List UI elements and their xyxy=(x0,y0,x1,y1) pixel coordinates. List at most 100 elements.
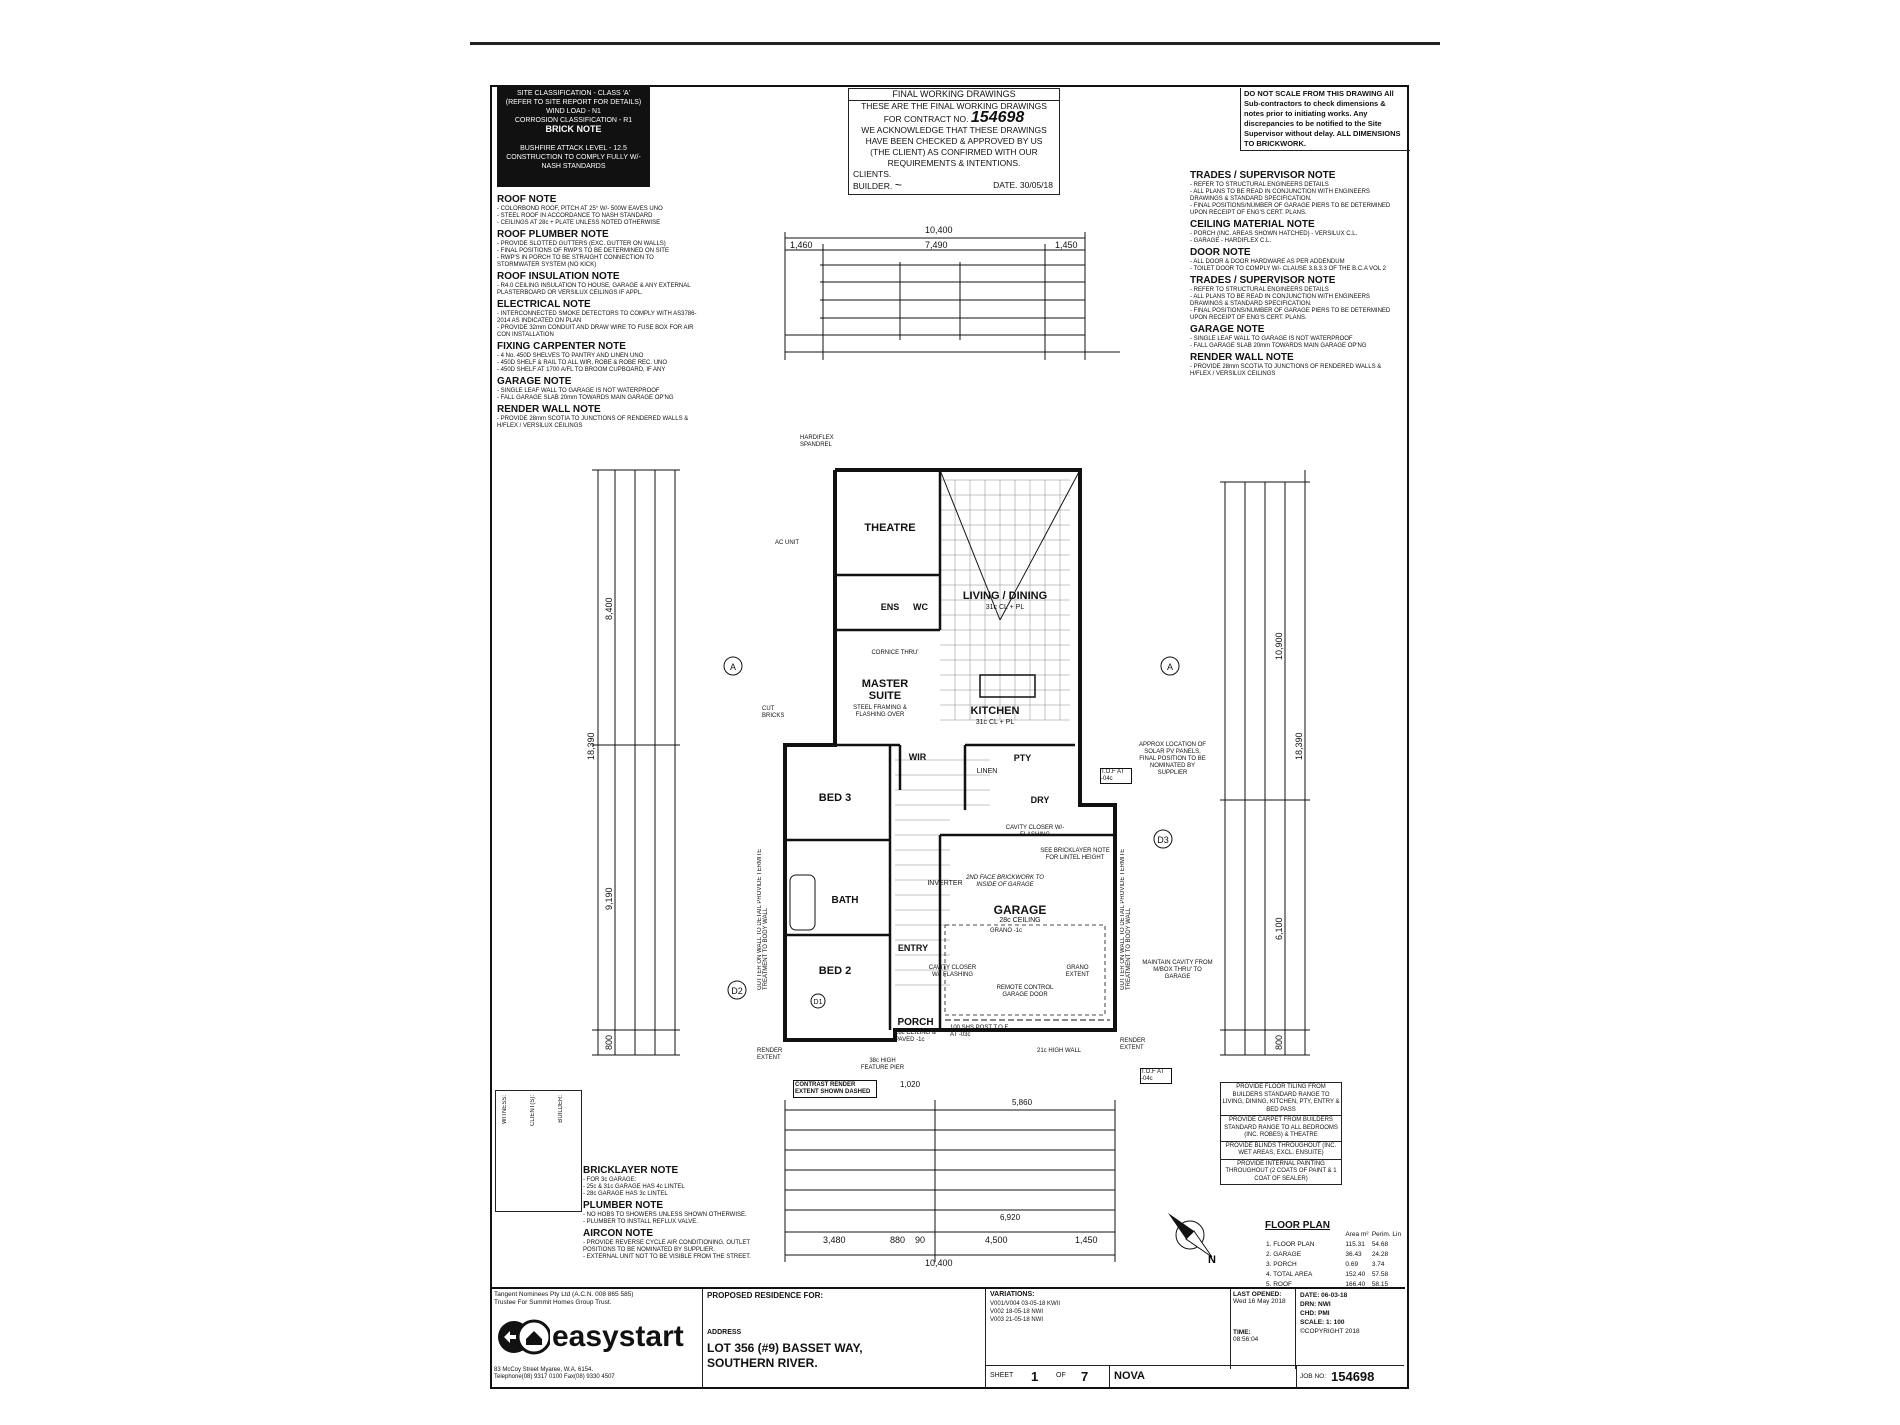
variations-panel: VARIATIONS: V001/V004 03-05-18 KWII V002… xyxy=(985,1289,1231,1365)
note-line: - PROVIDE 32mm CONDUIT AND DRAW WIRE TO … xyxy=(497,325,694,338)
address-line-1: LOT 356 (#9) BASSET WAY, xyxy=(707,1341,863,1355)
builder-signature: ~ xyxy=(894,178,902,192)
room-living-dining: LIVING / DINING xyxy=(962,590,1048,602)
job-label: JOB NO: xyxy=(1300,1373,1327,1380)
room-garage: GARAGE xyxy=(993,903,1047,917)
note-line: - REFER TO STRUCTURAL ENGINEERS DETAILS xyxy=(1190,182,1329,188)
company-phone: Telephone(08) 9317 0100 Fax(08) 9330 450… xyxy=(494,1374,615,1380)
cavity-closer-1: CAVITY CLOSER W/- FLASHING xyxy=(1005,825,1065,838)
final-working-drawings-stamp: FINAL WORKING DRAWINGS THESE ARE THE FIN… xyxy=(848,88,1060,195)
proposed-label: PROPOSED RESIDENCE FOR: xyxy=(707,1291,824,1300)
time-value: 08:56:04 xyxy=(1233,1336,1259,1343)
cut-bricks-label: CUT BRICKS xyxy=(762,706,785,719)
remote-garage-door: REMOTE CONTROL GARAGE DOOR xyxy=(996,985,1054,998)
row-label: 1. FLOOR PLAN xyxy=(1266,1241,1315,1248)
dim-top-2: 7,490 xyxy=(925,240,948,250)
bushfire-level: BUSHFIRE ATTACK LEVEL - 12.5 xyxy=(520,145,627,152)
note-line: - RWP'S IN PORCH TO BE STRAIGHT CONNECTI… xyxy=(497,255,654,268)
finishes-box: PROVIDE FLOOR TILING FROM BUILDERS STAND… xyxy=(1220,1082,1342,1185)
room-theatre: THEATRE xyxy=(864,522,916,534)
note-heading: FIXING CARPENTER NOTE xyxy=(497,341,626,352)
note-line: - 25c & 31c GARAGE HAS 4c LINTEL xyxy=(583,1184,685,1190)
note-line: - PROVIDE REVERSE CYCLE AIR CONDITIONING… xyxy=(583,1240,750,1253)
room-porch: PORCH xyxy=(897,1017,934,1028)
note-heading: ROOF NOTE xyxy=(497,194,557,205)
note-line: - ALL PLANS TO BE READ IN CONJUNCTION WI… xyxy=(1190,189,1370,202)
note-line: - FALL GARAGE SLAB 20mm TOWARDS MAIN GAR… xyxy=(1190,343,1367,349)
dim-top-3: 1,450 xyxy=(1055,240,1078,250)
note-line: - GARAGE - HARDIFLEX C.L. xyxy=(1190,238,1272,244)
left-notes: ROOF NOTE- COLORBOND ROOF, PITCH AT 25° … xyxy=(497,192,697,430)
construction-note: CONSTRUCTION TO COMPLY FULLY W/- NASH ST… xyxy=(506,154,641,170)
row-label: 5. ROOF xyxy=(1266,1281,1293,1288)
last-opened-panel: LAST OPENED: Wed 16 May 2018 TIME: 08:56… xyxy=(1230,1289,1300,1369)
note-line: - PROVIDE SLOTTED GUTTERS (EXC. GUTTER O… xyxy=(497,241,666,247)
note-heading: GARAGE NOTE xyxy=(1190,324,1265,335)
drawing-sheet-border xyxy=(490,85,1409,1389)
cavity-closer-2: CAVITY CLOSER W/- FLASHING xyxy=(928,965,977,978)
steel-framing-label: STEEL FRAMING & FLASHING OVER xyxy=(853,705,907,718)
dim-right-c: 800 xyxy=(1274,1034,1284,1050)
garage-ceiling: 28c CEILING xyxy=(999,917,1041,924)
sheet-total: 7 xyxy=(1081,1369,1089,1384)
room-dry: DRY xyxy=(1030,795,1050,805)
note-line: - ALL PLANS TO BE READ IN CONJUNCTION WI… xyxy=(1190,294,1370,307)
note-line: - FINAL POSITIONS/NUMBER OF GARAGE PIERS… xyxy=(1190,203,1391,216)
time-label: TIME: xyxy=(1233,1329,1251,1336)
site-line-3: CORROSION CLASSIFICATION - R1 xyxy=(514,117,633,124)
site-classification-box: SITE CLASSIFICATION - CLASS 'A' (REFER T… xyxy=(497,87,650,187)
note-line: - FINAL POSITIONS/NUMBER OF GARAGE PIERS… xyxy=(1190,308,1391,321)
render-extent-1: RENDER EXTENT xyxy=(757,1048,783,1061)
note-line: - R4.0 CEILING INSULATION TO HOUSE, GARA… xyxy=(497,283,691,296)
row-label: 4. TOTAL AREA xyxy=(1266,1271,1313,1278)
gutter-note-right: GUTTER ON WALL TO DETAIL PROVIDE TERMITE… xyxy=(1120,848,1132,990)
variation-1: V001/V004 03-05-18 KWII xyxy=(990,1301,1061,1307)
row-perim: 24.28 xyxy=(1371,1251,1389,1258)
section-marker-a-right xyxy=(1160,656,1180,676)
note-line: - INTERCONNECTED SMOKE DETECTORS TO COMP… xyxy=(497,311,697,324)
finish-blinds: PROVIDE BLINDS THROUGHOUT (INC. WET AREA… xyxy=(1221,1142,1341,1160)
dim-6920: 6,920 xyxy=(1000,1213,1021,1222)
inverter-label: INVERTER xyxy=(927,880,963,887)
site-line-2: (REFER TO SITE REPORT FOR DETAILS) WIND … xyxy=(505,99,642,115)
kitchen-ceiling: 31c CL + PL xyxy=(975,719,1015,726)
brand-logo: easystart xyxy=(496,1317,684,1357)
dim-right-total: 18,390 xyxy=(1294,732,1304,760)
finish-floor-tiling: PROVIDE FLOOR TILING FROM BUILDERS STAND… xyxy=(1221,1083,1341,1116)
divider xyxy=(1109,1366,1110,1388)
dim-5860: 5,860 xyxy=(1012,1098,1033,1107)
date: DATE: 06-03-18 xyxy=(1300,1292,1348,1299)
tile-grid-entry xyxy=(895,759,990,986)
marker-d3-text: D3 xyxy=(1157,835,1169,845)
note-heading: RENDER WALL NOTE xyxy=(497,404,601,415)
tile-grid-vertical xyxy=(954,480,1061,720)
variation-2: V002 18-05-18 NWI xyxy=(990,1309,1044,1315)
note-line: - COLORBOND ROOF, PITCH AT 25° W/- 500W … xyxy=(497,206,663,212)
divider xyxy=(1296,1366,1297,1388)
high-wall: 21c HIGH WALL xyxy=(1037,1048,1082,1054)
stamp-line-6: REQUIREMENTS & INTENTIONS. xyxy=(887,158,1021,168)
section-marker-d3 xyxy=(1153,829,1173,849)
drawing-info-panel: DATE: 06-03-18 DRN: NWI CHD: PMI SCALE: … xyxy=(1295,1289,1412,1369)
dim-left-a: 8,400 xyxy=(604,597,614,620)
lower-notes: BRICKLAYER NOTE- FOR 3c GARAGE:- 25c & 3… xyxy=(583,1163,783,1261)
note-heading: ROOF PLUMBER NOTE xyxy=(497,229,609,240)
dim-left-b: 9,190 xyxy=(604,887,614,910)
company-info: Tangent Nominees Pty Ltd (A.C.N. 008 865… xyxy=(494,1291,633,1307)
marker-a-left-text: A xyxy=(730,662,736,672)
note-line: - CEILINGS AT 28c + PLATE UNLESS NOTED O… xyxy=(497,220,661,226)
ac-unit-label: AC UNIT xyxy=(775,540,799,546)
maintain-cavity: MAINTAIN CAVITY FROM M/BOX THRU' TO GARA… xyxy=(1142,960,1213,980)
dim-bottom-4: 4,500 xyxy=(985,1235,1008,1245)
stamp-builder: BUILDER. xyxy=(853,181,893,191)
note-line: - REFER TO STRUCTURAL ENGINEERS DETAILS xyxy=(1190,287,1329,293)
room-bath: BATH xyxy=(831,895,859,906)
address-label: ADDRESS xyxy=(707,1329,742,1336)
company-name: Tangent Nominees Pty Ltd (A.C.N. 008 865… xyxy=(494,1291,634,1298)
tof-1: T.O.F AT -04c xyxy=(1100,768,1132,784)
